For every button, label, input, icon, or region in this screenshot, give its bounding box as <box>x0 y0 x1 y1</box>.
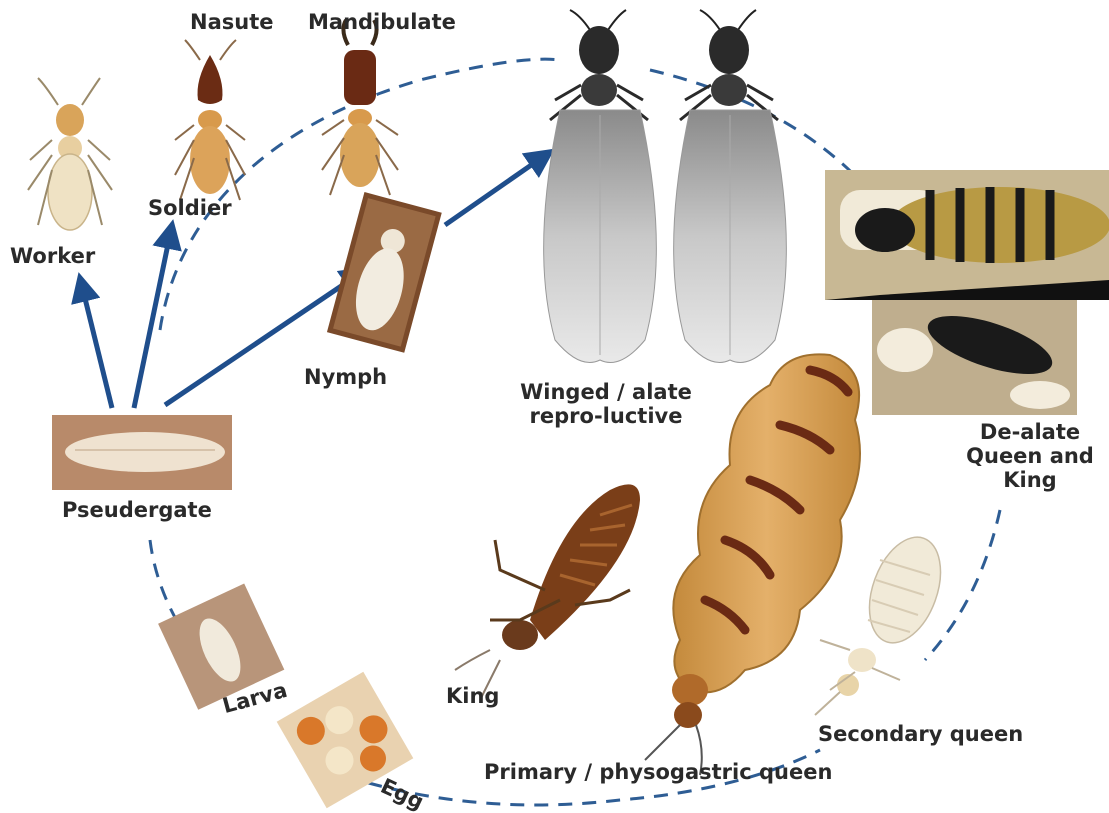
label-dealate-line3: King <box>960 468 1100 492</box>
dealate-photos <box>825 170 1109 415</box>
label-worker: Worker <box>10 244 95 268</box>
arrow-to-soldier <box>134 225 172 408</box>
label-winged-line1: Winged / alate <box>510 380 702 404</box>
label-king: King <box>446 684 499 708</box>
king-illustration <box>455 484 640 700</box>
mandibulate-soldier-illustration <box>322 20 398 195</box>
label-nymph: Nymph <box>304 365 387 389</box>
winged-alate-illustration <box>544 10 787 363</box>
label-winged-alate: Winged / alate repro-luctive <box>510 380 702 428</box>
label-winged-line2: repro-luctive <box>510 404 702 428</box>
label-dealate-line1: De-alate <box>960 420 1100 444</box>
label-pseudergate: Pseudergate <box>62 498 212 522</box>
pseudergate-photo <box>52 415 232 490</box>
label-primary-queen: Primary / physogastric queen <box>484 760 832 784</box>
label-secondary-queen: Secondary queen <box>818 722 1023 746</box>
arrow-to-winged <box>445 152 550 225</box>
nasute-soldier-illustration <box>175 40 245 200</box>
label-soldier: Soldier <box>148 196 232 220</box>
label-mandibulate: Mandibulate <box>308 10 456 34</box>
worker-termite-illustration <box>28 78 112 230</box>
label-dealate-line2: Queen and <box>960 444 1100 468</box>
nymph-photo <box>327 192 442 353</box>
label-nasute: Nasute <box>190 10 273 34</box>
arrow-to-worker <box>80 278 112 408</box>
label-dealate: De-alate Queen and King <box>960 420 1100 492</box>
